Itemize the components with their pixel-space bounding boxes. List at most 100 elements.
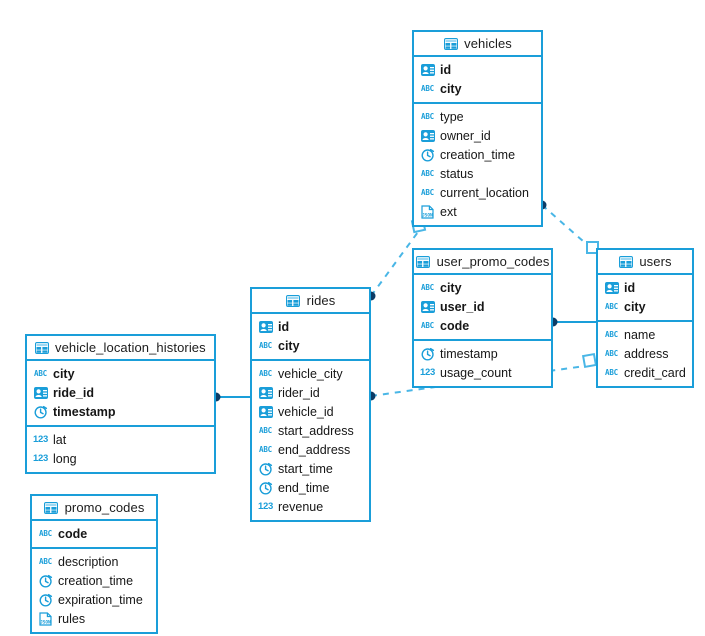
field-row[interactable]: creation_time [32, 571, 156, 590]
field-row[interactable]: ABC city [27, 364, 214, 383]
field-row[interactable]: 123 usage_count [414, 363, 551, 382]
field-row[interactable]: 123 long [27, 449, 214, 468]
table-vehicle-location-histories-fields: 123 lat 123 long [27, 425, 214, 472]
field-row[interactable]: ABC status [414, 164, 541, 183]
field-row[interactable]: id [414, 60, 541, 79]
abc-icon: ABC [421, 320, 434, 330]
abc-icon: ABC [259, 368, 272, 378]
field-row[interactable]: id [598, 278, 692, 297]
field-row[interactable]: ABC credit_card [598, 363, 692, 382]
field-name: ride_id [53, 385, 94, 400]
field-row[interactable]: ride_id [27, 383, 214, 402]
field-name: expiration_time [58, 592, 143, 607]
number-icon: 123 [33, 433, 48, 445]
number-icon: 123 [258, 500, 273, 512]
field-row[interactable]: ABC city [414, 79, 541, 98]
field-name: current_location [440, 185, 529, 200]
table-users[interactable]: users id ABC city [596, 248, 694, 388]
field-name: revenue [278, 499, 324, 514]
abc-icon: ABC [39, 556, 52, 566]
field-row[interactable]: ABC vehicle_city [252, 364, 369, 383]
abc-icon: ABC [421, 168, 434, 178]
clock-icon [258, 461, 273, 476]
table-vehicle-location-histories[interactable]: vehicle_location_histories ABC city [25, 334, 216, 474]
table-promo-codes[interactable]: promo_codes ABC code ABC description [30, 494, 158, 634]
abc-icon: ABC [421, 83, 434, 93]
field-name: vehicle_id [278, 404, 334, 419]
number-icon: 123 [33, 452, 48, 464]
field-name: end_time [278, 480, 330, 495]
abc-icon: ABC [605, 348, 618, 358]
field-row[interactable]: ABC start_address [252, 421, 369, 440]
field-row[interactable]: ABC city [252, 336, 369, 355]
field-name: end_address [278, 442, 351, 457]
edge-user-promo-codes-users [548, 317, 596, 327]
id-card-icon [420, 62, 435, 77]
abc-icon: ABC [259, 340, 272, 350]
field-row[interactable]: end_time [252, 478, 369, 497]
field-row[interactable]: 123 lat [27, 430, 214, 449]
abc-icon: ABC [421, 187, 434, 197]
field-row[interactable]: creation_time [414, 145, 541, 164]
edge-vehicle-location-histories-rides [211, 392, 252, 402]
field-row[interactable]: expiration_time [32, 590, 156, 609]
table-vehicle-location-histories-keys: ABC city ride_id [27, 361, 214, 425]
clock-icon [33, 404, 48, 419]
json-icon: JSON [420, 204, 435, 219]
table-title-label: promo_codes [64, 500, 145, 515]
field-name: code [440, 318, 470, 333]
field-name: name [624, 327, 656, 342]
field-name: description [58, 554, 119, 569]
field-row[interactable]: id [252, 317, 369, 336]
field-row[interactable]: ABC code [414, 316, 551, 335]
table-rides-keys: id ABC city [252, 314, 369, 359]
svg-text:JSON: JSON [40, 619, 51, 625]
field-name: city [53, 366, 75, 381]
field-name: city [624, 299, 646, 314]
field-name: code [58, 526, 88, 541]
table-user-promo-codes-keys: ABC city user_id ABC c [414, 275, 551, 339]
field-name: creation_time [440, 147, 516, 162]
abc-icon: ABC [421, 282, 434, 292]
field-row[interactable]: ABC name [598, 325, 692, 344]
id-card-icon [258, 404, 273, 419]
field-row[interactable]: ABC code [32, 524, 156, 543]
field-row[interactable]: timestamp [414, 344, 551, 363]
table-rides-fields: ABC vehicle_city rider_id [252, 359, 369, 520]
table-icon [618, 254, 633, 269]
field-name: lat [53, 432, 67, 447]
field-row[interactable]: JSON ext [414, 202, 541, 221]
field-row[interactable]: ABC address [598, 344, 692, 363]
field-name: start_address [278, 423, 354, 438]
field-row[interactable]: vehicle_id [252, 402, 369, 421]
table-vehicle-location-histories-title: vehicle_location_histories [27, 336, 214, 361]
field-name: city [278, 338, 300, 353]
field-name: ext [440, 204, 457, 219]
table-user-promo-codes[interactable]: user_promo_codes ABC city u [412, 248, 553, 388]
field-row[interactable]: ABC city [598, 297, 692, 316]
id-card-icon [33, 385, 48, 400]
table-vehicles[interactable]: vehicles id ABC city [412, 30, 543, 227]
table-rides[interactable]: rides id ABC city [250, 287, 371, 522]
table-rides-title: rides [252, 289, 369, 314]
id-card-icon [420, 299, 435, 314]
field-row[interactable]: ABC description [32, 552, 156, 571]
table-title-label: vehicle_location_histories [55, 340, 206, 355]
field-row[interactable]: ABC city [414, 278, 551, 297]
field-name: id [278, 319, 290, 334]
field-name: long [53, 451, 77, 466]
table-users-keys: id ABC city [598, 275, 692, 320]
field-name: vehicle_city [278, 366, 343, 381]
field-row[interactable]: 123 revenue [252, 497, 369, 516]
field-row[interactable]: ABC current_location [414, 183, 541, 202]
field-row[interactable]: start_time [252, 459, 369, 478]
field-row[interactable]: JSON rules [32, 609, 156, 628]
field-row[interactable]: ABC type [414, 107, 541, 126]
field-name: status [440, 166, 474, 181]
field-row[interactable]: owner_id [414, 126, 541, 145]
field-row[interactable]: user_id [414, 297, 551, 316]
field-row[interactable]: rider_id [252, 383, 369, 402]
field-row[interactable]: timestamp [27, 402, 214, 421]
number-icon: 123 [420, 366, 435, 378]
field-row[interactable]: ABC end_address [252, 440, 369, 459]
